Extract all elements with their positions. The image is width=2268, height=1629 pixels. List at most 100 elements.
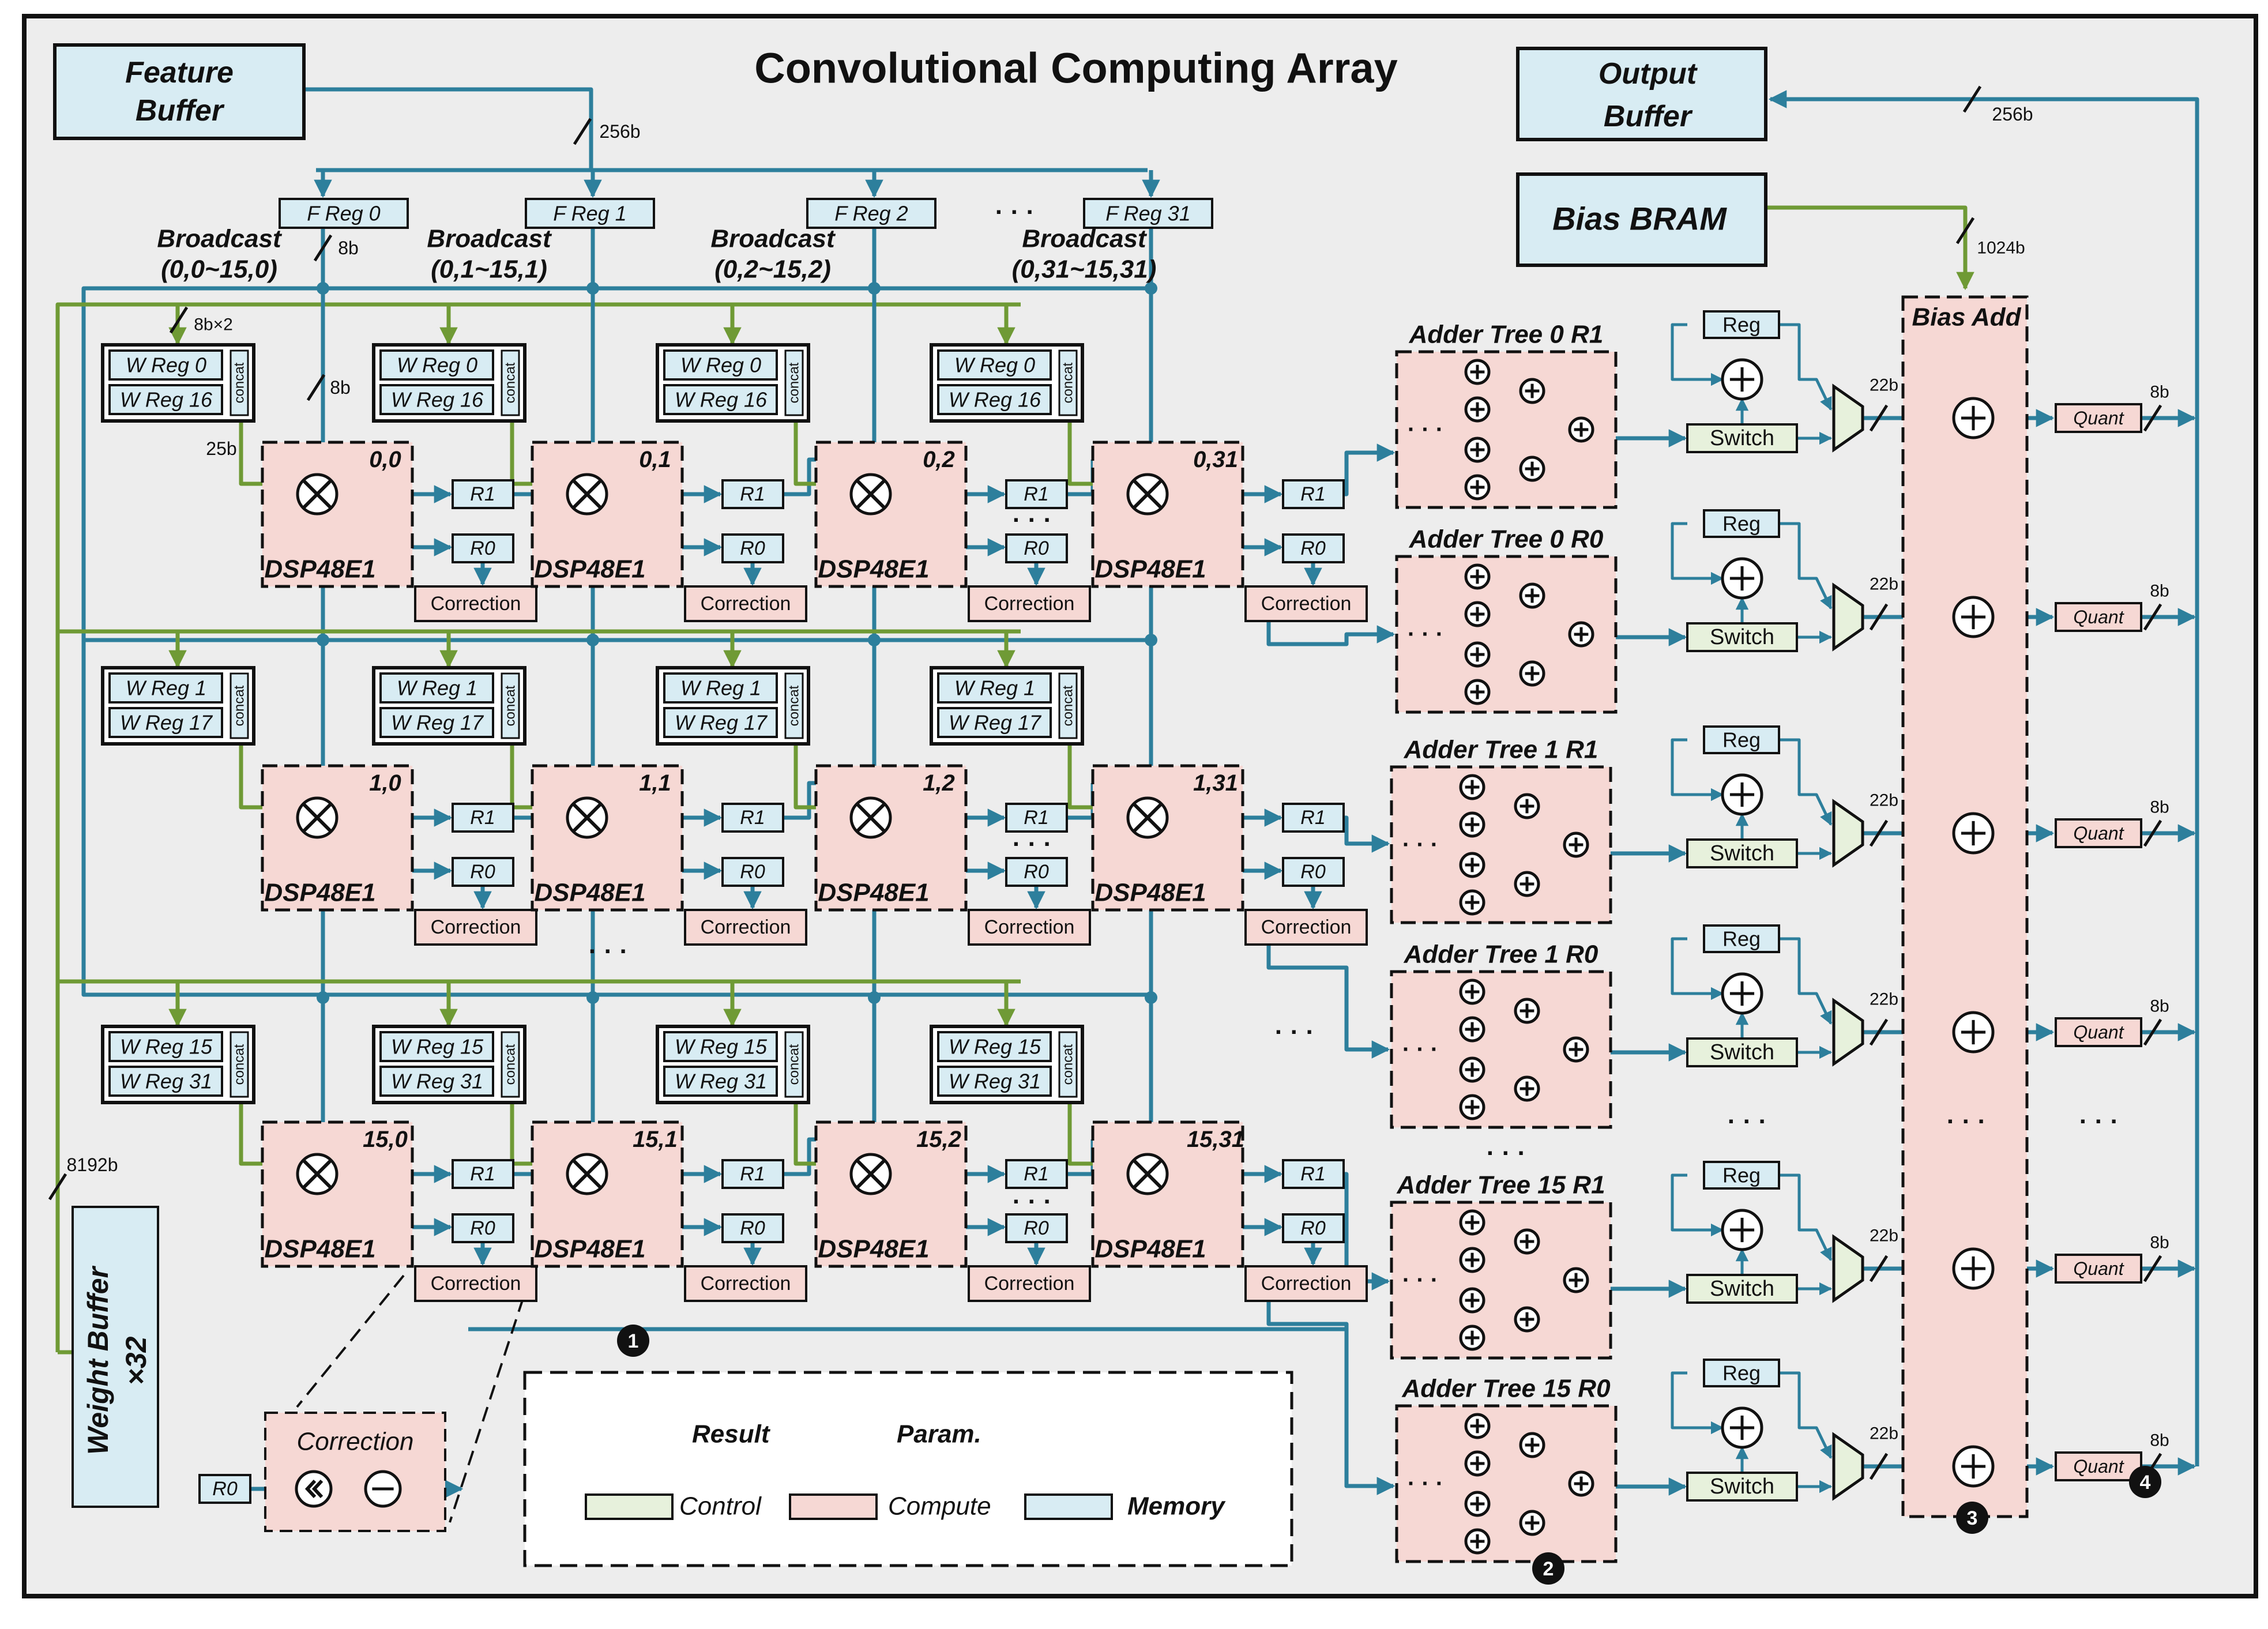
weight-reg-top-1-2 <box>663 672 778 703</box>
dsp-label-1-1: DSP48E1 <box>534 879 645 907</box>
r1-reg-2-3 <box>1282 1159 1345 1189</box>
correction-detail-box <box>264 1412 446 1532</box>
r0-label-1-2: R0 <box>1024 861 1049 883</box>
dsp-label-2-1: DSP48E1 <box>534 1235 645 1263</box>
quant-label-0: Quant <box>2073 408 2124 428</box>
acc-loop-4 <box>1671 1173 1724 1237</box>
marker-4-label: 4 <box>2140 1472 2151 1493</box>
feature-reg-dots: · · · <box>995 198 1035 227</box>
r1-label-1-1: R1 <box>740 807 765 829</box>
quant-out-slash-0 <box>2143 404 2162 432</box>
switch-vdots: · · · <box>1728 1108 1767 1136</box>
weight-reg-top-label-0-3: W Reg 0 <box>954 353 1035 377</box>
legend-compute-label: Compute <box>888 1492 991 1521</box>
correction-label-1-2: Correction <box>984 916 1075 938</box>
legend-memory-swatch <box>1024 1493 1113 1520</box>
legend-result-label: Result <box>692 1420 771 1449</box>
r1-label-1-2: R1 <box>1024 807 1048 829</box>
r1-reg-0-0 <box>452 479 514 509</box>
dsp-label-0-0: DSP48E1 <box>264 555 375 584</box>
marker-2 <box>1532 1552 1564 1585</box>
marker-1 <box>617 1325 649 1357</box>
weight-reg-top-label-0-2: W Reg 0 <box>680 353 761 377</box>
quant-label-3: Quant <box>2073 1022 2124 1043</box>
correction-box-0-2 <box>968 585 1091 622</box>
r0-to-adder-1 <box>1266 945 1390 1059</box>
quant-width-2: 8b <box>2150 798 2169 817</box>
weight-reg-top-label-0-1: W Reg 0 <box>397 353 477 377</box>
weight-bus-slash <box>48 1173 67 1201</box>
r1-reg-0-1 <box>721 479 784 509</box>
cascade-2-1 <box>783 1137 816 1176</box>
switch-box-1 <box>1686 622 1798 652</box>
correction-box-1-1 <box>684 909 807 946</box>
correction-label-2-2: Correction <box>984 1273 1075 1295</box>
r0-label-2-1: R0 <box>740 1217 765 1239</box>
r0-label-1-1: R0 <box>740 861 765 883</box>
marker-3-label: 3 <box>1967 1507 1978 1529</box>
mux-2 <box>1832 799 1864 868</box>
concat-label-0-0: concat <box>232 362 247 403</box>
r1-reg-2-0 <box>452 1159 514 1189</box>
concat-box-2-0 <box>230 1031 249 1098</box>
quant-label-1: Quant <box>2073 607 2124 627</box>
concat-box-2-1 <box>501 1031 520 1098</box>
quant-label-4: Quant <box>2073 1258 2124 1279</box>
grid-dots: · · · <box>1013 1188 1052 1216</box>
r0-reg-1-3 <box>1282 857 1345 887</box>
acc-reg-box-4 <box>1703 1161 1780 1190</box>
weight-reg-top-label-0-0: W Reg 0 <box>126 353 206 377</box>
weight-reg-top-label-1-1: W Reg 1 <box>397 676 477 700</box>
quant-width-4: 8b <box>2150 1233 2169 1252</box>
multiplier-1-1-stroke <box>572 803 602 833</box>
r0-label-0-2: R0 <box>1024 537 1049 559</box>
dsp-label-0-2: DSP48E1 <box>818 555 929 584</box>
multiplier-2-1-stroke <box>572 1159 602 1189</box>
correction-box-0-1 <box>684 585 807 622</box>
marker-4 <box>2129 1466 2161 1498</box>
acc-loop-2 <box>1671 738 1724 802</box>
dsp-block-0-2 <box>814 441 968 588</box>
dsp-label-0-1: DSP48E1 <box>534 555 645 584</box>
concat-box-1-3 <box>1058 672 1078 739</box>
dsp-label-1-3: DSP48E1 <box>1094 879 1206 907</box>
dsp-block-1-1 <box>531 764 684 912</box>
acc-reg-label-5: Reg <box>1722 1361 1761 1385</box>
weight-reg-bottom-label-0-2: W Reg 16 <box>675 388 768 412</box>
multiplier-2-0-stroke <box>302 1159 332 1189</box>
r0-reg-1-1 <box>721 857 784 887</box>
feature-reg-box-1 <box>525 198 655 229</box>
weight-reg-top-1-3 <box>937 672 1052 703</box>
r1-label-2-0: R1 <box>470 1163 495 1185</box>
acc-reg-label-0: Reg <box>1722 313 1761 337</box>
switch-box-3 <box>1686 1037 1798 1067</box>
correction-box-1-2 <box>968 909 1091 946</box>
weight-buffer-mult: ×32 <box>120 1336 152 1385</box>
r1-label-0-2: R1 <box>1024 483 1048 505</box>
switch-label-4: Switch <box>1710 1277 1774 1301</box>
mux-out-width-1: 22b <box>1870 575 1898 594</box>
r0-reg-0-1 <box>721 533 784 563</box>
r1-label-1-3: R1 <box>1300 807 1325 829</box>
acc-reg-label-2: Reg <box>1722 728 1761 752</box>
weight-reg-bottom-0-2 <box>663 384 778 415</box>
mux-0 <box>1832 383 1864 453</box>
bias-bus-width: 1024b <box>1977 239 2025 258</box>
mux-out-slash-2 <box>1869 819 1889 847</box>
weight-reg-bottom-label-1-3: W Reg 17 <box>949 711 1042 735</box>
weight-reg-bottom-1-1 <box>379 707 494 738</box>
concat-label-2-0: concat <box>232 1044 247 1085</box>
concat-label-2-1: concat <box>503 1044 518 1085</box>
broadcast-label-2: Broadcast <box>710 225 836 253</box>
feature-reg-label-3: F Reg 31 <box>1105 202 1190 225</box>
r0-reg-2-3 <box>1282 1213 1345 1243</box>
weight-reg-bottom-2-1 <box>379 1066 494 1097</box>
zoom-line-right <box>449 1275 532 1523</box>
feature-reg-box-3 <box>1083 198 1213 229</box>
weight-reg-top-label-2-1: W Reg 15 <box>391 1035 484 1059</box>
shift-icon-stroke <box>304 1479 324 1499</box>
correction-box-2-0 <box>414 1265 537 1302</box>
concat-box-0-3 <box>1058 349 1078 416</box>
